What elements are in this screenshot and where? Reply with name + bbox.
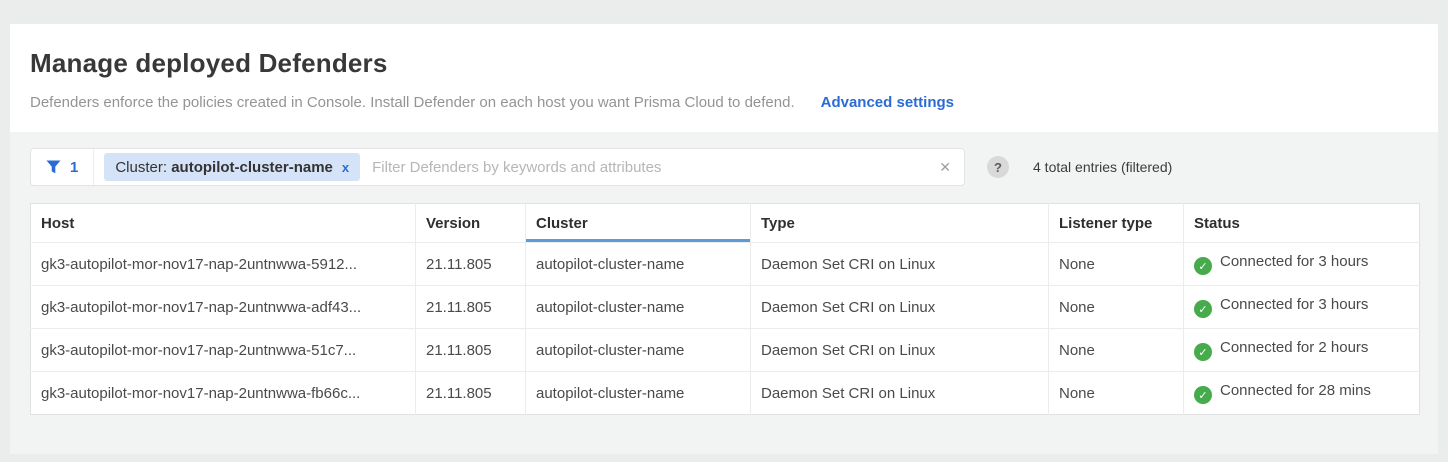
advanced-settings-link[interactable]: Advanced settings [820,94,954,111]
cell-status: ✓ Connected for 2 hours [1183,328,1420,372]
entries-summary: 4 total entries (filtered) [1033,159,1173,175]
page-subtitle: Defenders enforce the policies created i… [30,94,795,111]
table-row[interactable]: gk3-autopilot-mor-nov17-nap-2untnwwa-591… [30,242,1420,286]
funnel-icon [46,160,61,174]
cell-type: Daemon Set CRI on Linux [750,285,1049,329]
status-text: Connected for 2 hours [1220,338,1369,356]
cell-host: gk3-autopilot-mor-nov17-nap-2untnwwa-591… [30,242,416,286]
cell-listener_type: None [1048,328,1184,372]
column-header-type[interactable]: Type [750,203,1049,243]
filter-count-section[interactable]: 1 [31,149,95,185]
cell-listener_type: None [1048,371,1184,415]
column-header-version[interactable]: Version [415,203,526,243]
cell-type: Daemon Set CRI on Linux [750,328,1049,372]
filter-bar: 1 Cluster: autopilot-cluster-name x ✕ [30,148,965,186]
cell-host: gk3-autopilot-mor-nov17-nap-2untnwwa-fb6… [30,371,416,415]
clear-filter-icon[interactable]: ✕ [939,158,951,175]
filter-chip-value: autopilot-cluster-name [171,158,333,176]
cell-status: ✓ Connected for 3 hours [1183,285,1420,329]
cell-type: Daemon Set CRI on Linux [750,371,1049,415]
filter-chip-label: Cluster: autopilot-cluster-name [115,158,333,176]
cell-status: ✓ Connected for 28 mins [1183,371,1420,415]
cell-cluster: autopilot-cluster-name [525,371,751,415]
chip-remove-icon[interactable]: x [341,159,350,175]
cell-host: gk3-autopilot-mor-nov17-nap-2untnwwa-adf… [30,285,416,329]
connected-check-icon: ✓ [1194,386,1212,405]
page-title: Manage deployed Defenders [30,48,388,78]
table-row[interactable]: gk3-autopilot-mor-nov17-nap-2untnwwa-fb6… [30,371,1420,415]
defenders-panel: 1 Cluster: autopilot-cluster-name x ✕ ? … [10,132,1438,454]
column-header-listener_type[interactable]: Listener type [1048,203,1184,243]
active-filter-count: 1 [70,158,79,176]
filter-row: 1 Cluster: autopilot-cluster-name x ✕ ? … [30,148,1420,186]
status-text: Connected for 3 hours [1220,295,1369,313]
table-body: gk3-autopilot-mor-nov17-nap-2untnwwa-591… [30,242,1420,415]
status-text: Connected for 28 mins [1220,381,1371,399]
connected-check-icon: ✓ [1194,257,1212,276]
column-header-host[interactable]: Host [41,214,75,232]
filter-chip-cluster[interactable]: Cluster: autopilot-cluster-name x [104,153,361,181]
cell-cluster: autopilot-cluster-name [525,285,751,329]
card-header: Manage deployed Defenders Defenders enfo… [10,24,1438,111]
subtitle-row: Defenders enforce the policies created i… [30,94,1418,111]
cell-status: ✓ Connected for 3 hours [1183,242,1420,286]
manage-defenders-card: Manage deployed Defenders Defenders enfo… [10,24,1438,454]
cell-version: 21.11.805 [415,242,526,286]
cell-listener_type: None [1048,242,1184,286]
column-header-status[interactable]: Status [1183,203,1420,243]
help-icon[interactable]: ? [987,156,1009,178]
cell-type: Daemon Set CRI on Linux [750,242,1049,286]
table-row[interactable]: gk3-autopilot-mor-nov17-nap-2untnwwa-51c… [30,328,1420,372]
cell-version: 21.11.805 [415,285,526,329]
filter-input[interactable] [360,158,936,176]
cell-version: 21.11.805 [415,328,526,372]
cell-cluster: autopilot-cluster-name [525,328,751,372]
cell-version: 21.11.805 [415,371,526,415]
connected-check-icon: ✓ [1194,300,1212,319]
cell-host: gk3-autopilot-mor-nov17-nap-2untnwwa-51c… [30,328,416,372]
table-row[interactable]: gk3-autopilot-mor-nov17-nap-2untnwwa-adf… [30,285,1420,329]
cell-cluster: autopilot-cluster-name [525,242,751,286]
cell-listener_type: None [1048,285,1184,329]
status-text: Connected for 3 hours [1220,252,1369,270]
connected-check-icon: ✓ [1194,343,1212,362]
column-header-cluster[interactable]: Cluster [525,203,751,243]
